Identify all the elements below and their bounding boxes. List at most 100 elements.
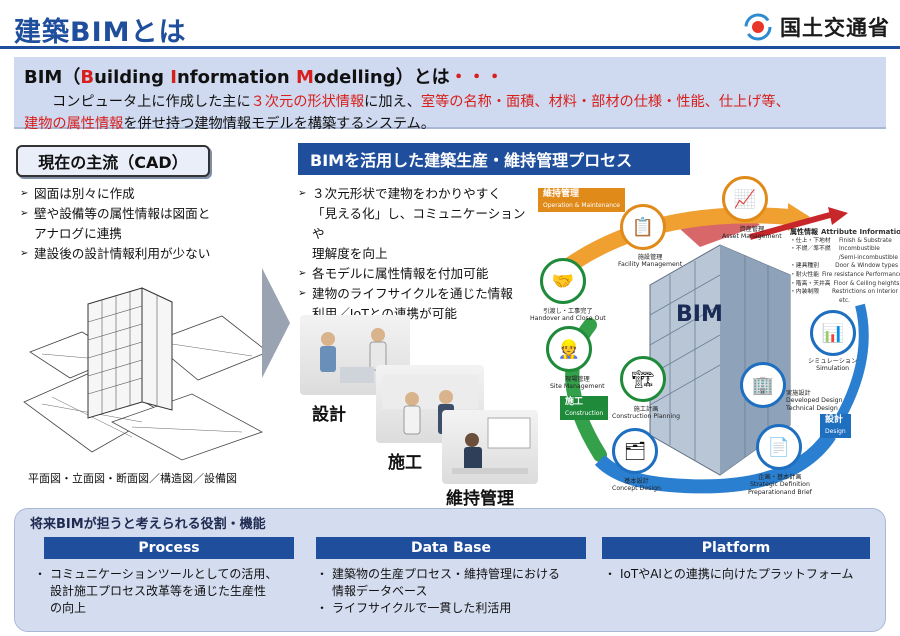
attr-en: Floor & Ceiling heights bbox=[833, 280, 900, 287]
ministry-name: 国土交通省 bbox=[780, 16, 890, 40]
attr-en: Incombustible bbox=[839, 246, 880, 253]
heading-nformation: nformation bbox=[176, 67, 296, 88]
cad-bullet: 壁や設備等の属性情報は図面と bbox=[20, 204, 270, 224]
building-model bbox=[649, 209, 791, 476]
heading-i: I bbox=[170, 67, 177, 88]
construction-planning-node: 🏗 bbox=[620, 356, 666, 402]
maintenance-people-illustration bbox=[452, 417, 531, 474]
bim-center-label: BIM bbox=[676, 302, 723, 327]
attr-jp: ・仕上・下地材 bbox=[790, 237, 831, 244]
def-line1-a: コンピュータ上に作成した主に bbox=[52, 94, 251, 110]
definition-body: コンピュータ上に作成した主に３次元の形状情報に加え、室等の名称・面積、材料・部材… bbox=[24, 91, 876, 135]
brief-document-icon: 📄 bbox=[767, 436, 791, 458]
process-bullet: 建物のライフサイクルを通じた情報 bbox=[298, 284, 538, 304]
design-flow-arrow bbox=[594, 430, 836, 494]
facility-management-node: 📋 bbox=[620, 204, 666, 250]
attribute-pointer-arrow bbox=[749, 212, 831, 240]
design-tag-en: Design bbox=[825, 428, 846, 435]
cad-bullet: 図面は別々に作成 bbox=[20, 184, 270, 204]
process-item-continuation: の向上 bbox=[50, 601, 87, 615]
cad-caption: 平面図・立面図・断面図／構造図／設備図 bbox=[28, 472, 237, 485]
scene-label-maintenance: 維持管理 bbox=[446, 489, 514, 509]
attribute-row: ・不燃／準不燃 Incombustible bbox=[790, 245, 898, 254]
mlit-emblem-icon bbox=[744, 13, 772, 41]
strategic-brief-node: 📄 bbox=[756, 424, 802, 470]
developed-design-node: 🏢 bbox=[740, 362, 786, 408]
heading-b: B bbox=[80, 67, 95, 88]
brief-en2: Preparationand Brief bbox=[748, 488, 812, 496]
cad-bullet: 建設後の設計情報利用が少ない bbox=[20, 244, 270, 264]
process-item: コミュニケーションツールとしての活用、 bbox=[34, 566, 304, 583]
heading-suffix: ）とは bbox=[395, 67, 450, 88]
facility-doc-icon: 📋 bbox=[631, 216, 655, 238]
design-people-illustration bbox=[320, 328, 387, 383]
heading-uilding: uilding bbox=[94, 67, 171, 88]
attr-jp bbox=[790, 254, 836, 263]
database-list: 建築物の生産プロセス・維持管理における 情報データベース ライフサイクルで一貫し… bbox=[316, 566, 596, 617]
brief-en1: Strategic Definition bbox=[749, 481, 810, 489]
def-line2-b: を併せ持つ建物情報モデルを構築するシステム。 bbox=[123, 116, 436, 132]
attr-en: Door & Window types bbox=[835, 263, 898, 270]
asset-jp: 資産管理 bbox=[739, 226, 765, 233]
def-line1-red2: 室等の名称・面積、材料・部材の仕様・性能、仕上げ等、 bbox=[420, 94, 790, 110]
def-line1-red1: ３次元の形状情報 bbox=[250, 94, 365, 110]
construction-tag: 施工 Construction bbox=[560, 396, 609, 420]
handover-en: Handover and Close Out bbox=[530, 315, 606, 323]
attr-jp: ・不燃／準不燃 bbox=[790, 246, 831, 253]
cad-section-title: 現在の主流（CAD） bbox=[16, 145, 210, 177]
database-item: ライフサイクルで一貫した利活用 bbox=[316, 600, 596, 617]
attribute-header: 属性情報 Attribute Information bbox=[790, 228, 900, 237]
site-en: Site Management bbox=[550, 383, 605, 391]
process-bullet-continuation: 理解度を向上 bbox=[312, 246, 388, 261]
def-line1-b: に加え、 bbox=[364, 94, 421, 110]
bim-process-title: BIMを活用した建築生産・維持管理プロセス bbox=[298, 143, 690, 175]
attr-jp: ・建具種別 bbox=[790, 263, 819, 270]
site-management-node: 👷 bbox=[546, 326, 592, 372]
construction-people-illustration bbox=[382, 375, 478, 435]
dev-en2: Technical Design bbox=[786, 404, 838, 412]
attribute-title-en: Attribute Information bbox=[821, 228, 900, 236]
attr-jp: ・内装制限 bbox=[790, 289, 819, 296]
concept-board-icon: 🗂 bbox=[623, 440, 647, 462]
platform-item: IoTやAIとの連携に向けたプラットフォーム bbox=[604, 566, 884, 583]
design-tag: 設計 Design bbox=[820, 414, 851, 438]
heading-dots: ・・・ bbox=[449, 67, 504, 88]
definition-heading: BIM（Building Information Modelling）とは・・・ bbox=[24, 63, 876, 89]
concept-en: Concept Design bbox=[612, 485, 661, 493]
process-bullet-continuation: 「見える化」し、コミュニケーションや bbox=[312, 206, 526, 241]
site-jp: 現場管理 bbox=[564, 376, 590, 383]
platform-pill: Platform bbox=[602, 537, 870, 559]
header-rule bbox=[0, 46, 900, 49]
asset-management-node: 📈 bbox=[722, 176, 768, 222]
facility-jp: 施設管理 bbox=[637, 254, 663, 261]
heading-prefix: BIM（ bbox=[24, 67, 81, 88]
attribute-row: ・建具種別 Door & Window types bbox=[790, 262, 898, 271]
cad-bullet-continuation: アナログに連携 bbox=[34, 226, 122, 241]
attribute-title-jp: 属性情報 bbox=[790, 228, 818, 236]
sim-en: Simulation bbox=[816, 365, 850, 373]
attr-jp: ・階高・天井高 bbox=[790, 280, 831, 287]
handover-icon: 🤝 bbox=[551, 270, 575, 292]
ministry-logo: 国土交通省 bbox=[744, 12, 890, 42]
future-roles-title: 将来BIMが担うと考えられる役割・機能 bbox=[30, 517, 266, 532]
handover-jp: 引渡し・工事完了 bbox=[543, 308, 593, 315]
maintenance-tag: 維持管理 Operation & Maintenance bbox=[538, 188, 625, 212]
design-tag-jp: 設計 bbox=[825, 415, 844, 425]
process-bullet: ３次元形状で建物をわかりやすく bbox=[298, 184, 538, 204]
process-bullet: 各モデルに属性情報を付加可能 bbox=[298, 264, 538, 284]
process-item-continuation: 設計施工プロセス改革等を通じた生産性 bbox=[50, 584, 267, 598]
dev-jp: 実施設計 bbox=[786, 390, 811, 397]
maintenance-tag-jp: 維持管理 bbox=[543, 189, 580, 199]
